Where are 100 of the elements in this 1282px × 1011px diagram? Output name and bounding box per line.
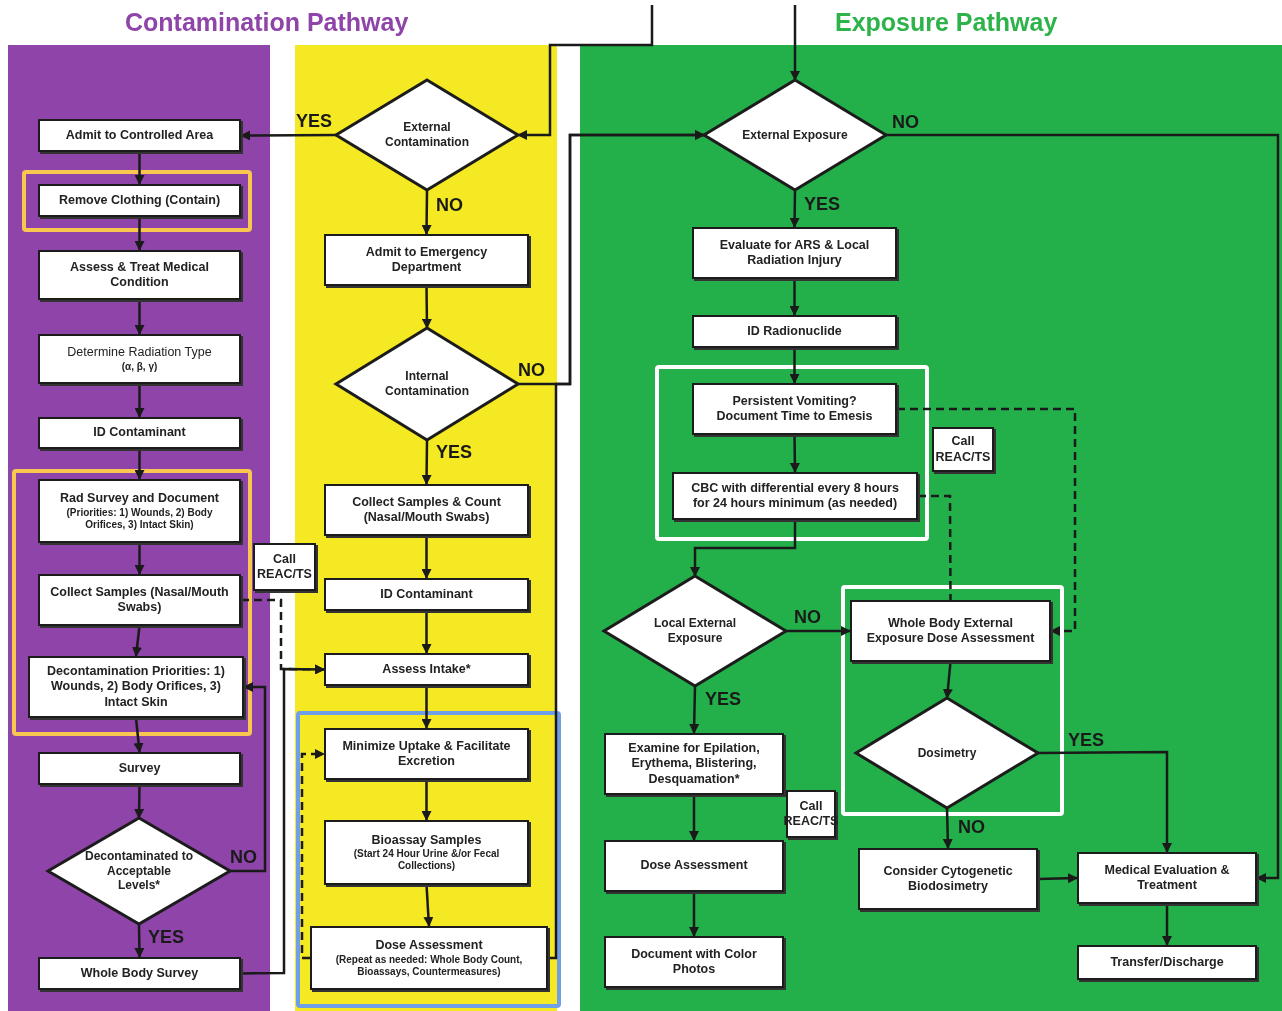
arrow <box>942 661 953 699</box>
node-title: Collect Samples & Count (Nasal/Mouth Swabs) <box>351 494 502 526</box>
process-box <box>850 600 1051 662</box>
node-title: Admit to Controlled Area <box>65 127 214 144</box>
arrow <box>1162 904 1172 946</box>
node-title: Document with Color Photos <box>630 946 758 978</box>
process-box <box>38 752 241 785</box>
process-box <box>324 578 529 611</box>
arrow <box>421 780 432 821</box>
node-title: Internal Contamination <box>384 369 470 399</box>
node-title: Assess & Treat Medical Condition <box>69 259 210 291</box>
process-box <box>1077 852 1257 904</box>
edge-label: NO <box>230 848 257 866</box>
decision-diamond <box>336 80 518 190</box>
process-box <box>38 417 241 449</box>
edge-label: YES <box>705 690 742 708</box>
edge-label: NO <box>794 608 821 626</box>
node-title: ID Contaminant <box>93 425 186 441</box>
node-title: Admit to Emergency Department <box>364 244 489 276</box>
edge-label: NO <box>958 818 985 836</box>
node-title: Consider Cytogenetic Biodosimetry <box>882 863 1014 895</box>
decision-diamond <box>336 328 518 440</box>
arrow <box>133 717 144 753</box>
decision-diamond <box>604 576 786 686</box>
note-box <box>253 543 316 591</box>
arrow <box>134 152 145 185</box>
arrow <box>421 286 432 329</box>
arrow <box>421 686 432 729</box>
arrow <box>789 190 800 228</box>
process-box <box>692 315 897 348</box>
node-title: Assess Intake* <box>382 661 471 678</box>
node-title: Decontamination Priorities: 1) Wounds, 2) Body Orifices, 3) Intact Skin <box>46 664 226 710</box>
process-box <box>38 479 241 543</box>
process-box <box>324 234 529 286</box>
node-title: Dose Assessment <box>375 938 483 954</box>
edge-label: YES <box>296 112 333 130</box>
edge-label: NO <box>892 113 919 131</box>
node-title: Dose Assessment <box>640 858 748 874</box>
edge-label: YES <box>804 195 841 213</box>
dashed-arrow <box>300 749 325 960</box>
arrow <box>689 795 699 841</box>
node-note: (Start 24 Hour Urine &/or Fecal Collections) <box>352 848 501 873</box>
node-title: Minimize Uptake & Facilitate Excretion <box>341 738 512 770</box>
section-heading: Contamination Pathway <box>125 10 409 35</box>
arrow <box>789 348 800 384</box>
node-title: Examine for Epilation, Erythema, Blistering, Desquamation* <box>627 741 761 787</box>
process-box <box>672 472 918 520</box>
arrow <box>134 543 145 575</box>
arrow <box>134 449 145 480</box>
node-title: ID Contaminant <box>380 586 473 603</box>
arrow <box>421 611 432 654</box>
process-box <box>692 227 897 279</box>
node-title: Local External Exposure <box>653 616 737 646</box>
decision-diamond <box>48 818 230 924</box>
process-box <box>38 334 241 384</box>
process-box <box>38 574 241 626</box>
decision-diamond <box>704 80 886 190</box>
process-box <box>324 653 529 686</box>
arrow <box>789 279 800 316</box>
edge-label: NO <box>436 196 463 214</box>
process-box <box>38 250 241 300</box>
arrow <box>790 5 800 81</box>
process-box <box>38 184 241 217</box>
node-title: Whole Body Survey <box>80 965 199 982</box>
node-title: Call REAC/TS <box>257 551 312 583</box>
arrow <box>789 435 800 473</box>
node-title: Decontaminated to Acceptable Levels* <box>84 849 194 893</box>
node-title: Dosimetry <box>917 745 977 761</box>
node-title: Determine Radiation Type <box>67 345 212 361</box>
arrow <box>421 440 432 485</box>
process-box <box>38 957 241 990</box>
process-box <box>324 728 529 780</box>
arrow <box>942 807 953 849</box>
process-box <box>1077 945 1257 980</box>
arrow <box>690 520 797 577</box>
node-title: Evaluate for ARS & Local Radiation Injury <box>718 237 871 269</box>
node-title: Medical Evaluation & Treatment <box>1103 862 1231 894</box>
arrow <box>230 682 267 873</box>
arrow <box>134 384 145 418</box>
node-title: Collect Samples (Nasal/Mouth Swabs) <box>50 584 229 616</box>
edge-label: NO <box>518 361 545 379</box>
node-title: Call REAC/TS <box>935 434 991 465</box>
dashed-arrow <box>897 407 1077 636</box>
node-title: Transfer/Discharge <box>1110 954 1224 971</box>
arrow <box>1038 750 1172 853</box>
process-box <box>604 936 784 988</box>
dashed-arrow <box>241 598 325 675</box>
process-box <box>28 656 244 718</box>
arrow <box>423 884 434 927</box>
note-box <box>932 427 994 472</box>
node-note: (Repeat as needed: Whole Body Count, Bioassays, Countermeasures) <box>334 953 524 978</box>
process-box <box>604 840 784 892</box>
arrow <box>134 785 145 819</box>
arrow <box>421 190 432 235</box>
arrow <box>786 626 851 636</box>
node-title: Persistent Vomiting? Document Time to Emesis <box>715 393 874 425</box>
edge-label: YES <box>148 928 185 946</box>
process-box <box>310 926 548 990</box>
process-box <box>38 119 241 152</box>
arrow <box>132 625 142 657</box>
